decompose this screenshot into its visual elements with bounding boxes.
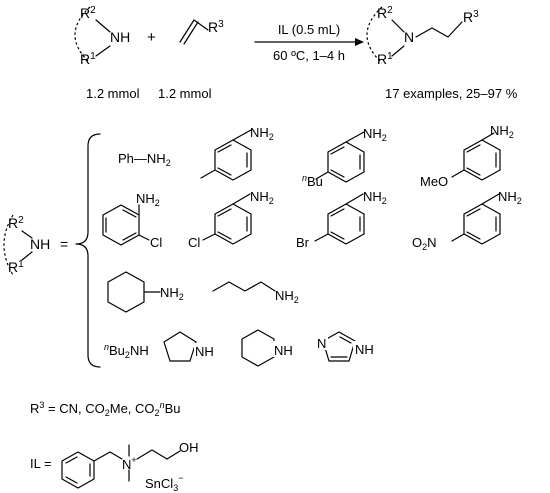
svg-text:Cl: Cl bbox=[188, 235, 200, 250]
svg-text:NH2: NH2 bbox=[250, 125, 274, 142]
result-summary: 17 examples, 25–97 % bbox=[385, 86, 518, 101]
alkene-amount: 1.2 mmol bbox=[158, 86, 212, 101]
svg-text:OH: OH bbox=[179, 440, 199, 455]
curly-brace bbox=[75, 133, 101, 368]
conditions-bottom: 60 ºC, 1–4 h bbox=[273, 48, 345, 63]
svg-text:SnCl3−: SnCl3− bbox=[145, 473, 183, 493]
imidazole: N NH bbox=[316, 331, 375, 362]
plus-sign: + bbox=[147, 29, 156, 46]
svg-text:NH2: NH2 bbox=[363, 189, 387, 206]
svg-text:IL =: IL = bbox=[30, 456, 52, 471]
svg-text:NH2: NH2 bbox=[160, 285, 184, 302]
svg-text:R2: R2 bbox=[80, 5, 96, 21]
svg-text:NH: NH bbox=[274, 343, 293, 358]
o-chloroaniline: NH2 Cl bbox=[102, 191, 162, 250]
svg-text:R3: R3 bbox=[208, 19, 224, 35]
aniline: Ph—NH2 bbox=[118, 151, 171, 168]
svg-text:O2N: O2N bbox=[412, 235, 437, 252]
svg-text:Br: Br bbox=[296, 235, 310, 250]
dibutylamine: nBu2NH bbox=[104, 342, 149, 360]
p-bromoaniline: NH2 Br bbox=[296, 189, 387, 250]
cyclohexylamine: NH2 bbox=[107, 271, 184, 313]
p-anisidine: NH2 MeO bbox=[420, 123, 514, 189]
svg-text:NH: NH bbox=[30, 236, 50, 252]
amine-amount: 1.2 mmol bbox=[86, 86, 140, 101]
svg-text:R1: R1 bbox=[8, 259, 24, 275]
svg-text:Cl: Cl bbox=[150, 235, 162, 250]
svg-text:NH2: NH2 bbox=[250, 189, 274, 206]
svg-text:NH2: NH2 bbox=[363, 126, 387, 143]
svg-text:N: N bbox=[317, 336, 326, 351]
svg-text:R2: R2 bbox=[377, 5, 393, 21]
reaction-arrow: IL (0.5 mL) 60 ºC, 1–4 h bbox=[254, 22, 364, 63]
reactant-alkene: R3 bbox=[179, 19, 224, 45]
p-nitroaniline: NH2 O2N bbox=[412, 189, 522, 252]
product: R2 N R1 R3 bbox=[366, 5, 479, 67]
svg-text:NH2: NH2 bbox=[275, 288, 299, 305]
generic-amine: R2 NH = R1 bbox=[3, 214, 68, 276]
svg-text:N+: N+ bbox=[122, 455, 137, 472]
svg-text:R1: R1 bbox=[377, 51, 393, 67]
svg-text:nBu: nBu bbox=[302, 173, 323, 189]
svg-text:=: = bbox=[60, 236, 68, 252]
svg-text:R1: R1 bbox=[80, 51, 96, 67]
n-butylamine: NH2 bbox=[212, 281, 299, 305]
svg-text:NH2: NH2 bbox=[490, 123, 514, 140]
svg-text:R3: R3 bbox=[463, 9, 479, 25]
p-toluidine: NH2 bbox=[200, 125, 274, 181]
svg-text:NH2: NH2 bbox=[498, 189, 522, 206]
p-chloroaniline: NH2 Cl bbox=[188, 189, 274, 250]
svg-text:NH2: NH2 bbox=[136, 191, 160, 208]
r3-definition: R3 = CN, CO2Me, CO2nBu bbox=[30, 400, 180, 418]
pyrrolidine: NH bbox=[163, 331, 216, 362]
reactant-amine: R2 NH R1 bbox=[74, 5, 130, 67]
svg-text:MeO: MeO bbox=[420, 174, 448, 189]
conditions-top: IL (0.5 mL) bbox=[278, 22, 340, 37]
p-butylaniline: NH2 nBu bbox=[302, 126, 387, 189]
svg-text:R2: R2 bbox=[8, 215, 24, 231]
svg-text:NH: NH bbox=[110, 29, 130, 45]
svg-text:NH: NH bbox=[195, 344, 214, 359]
ionic-liquid: IL = N+ OH SnCl3− bbox=[30, 440, 199, 493]
svg-text:NH: NH bbox=[355, 342, 374, 357]
piperidine: NH bbox=[241, 329, 294, 367]
svg-text:N: N bbox=[404, 29, 414, 45]
